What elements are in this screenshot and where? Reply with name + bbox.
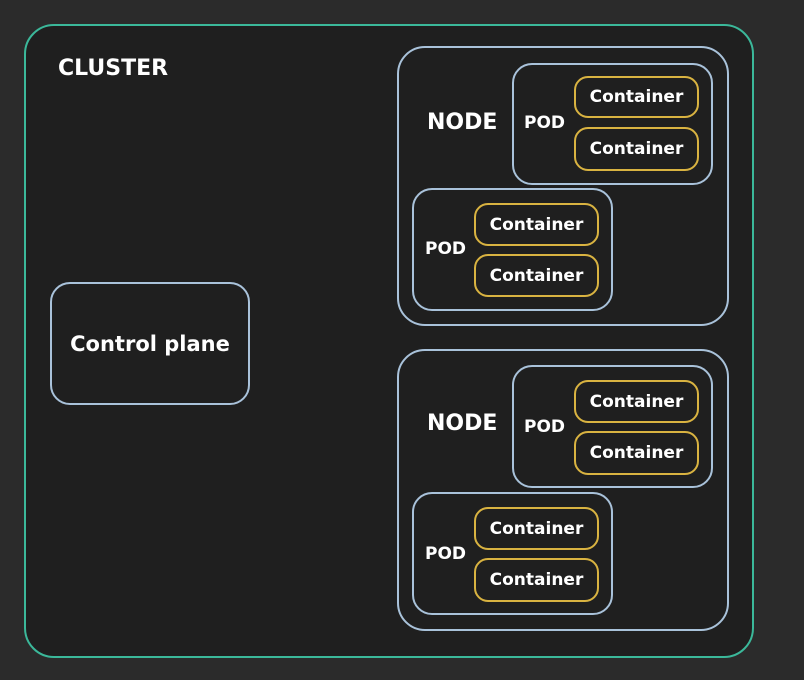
container-box: Container (574, 127, 699, 171)
node-label: NODE (427, 411, 498, 436)
pod-label: POD (425, 239, 467, 259)
pod-label: POD (524, 417, 566, 437)
container-box: Container (474, 203, 599, 246)
container-box: Container (474, 507, 599, 550)
pod-label: POD (524, 113, 566, 133)
container-box: Container (474, 254, 599, 297)
pod-label: POD (425, 544, 467, 564)
control-plane-box: Control plane (50, 282, 250, 405)
cluster-label: CLUSTER (58, 56, 169, 81)
container-box: Container (574, 380, 699, 423)
node-label: NODE (427, 110, 498, 135)
container-box: Container (574, 76, 699, 118)
control-plane-label: Control plane (70, 331, 230, 356)
container-box: Container (574, 431, 699, 475)
container-box: Container (474, 558, 599, 602)
